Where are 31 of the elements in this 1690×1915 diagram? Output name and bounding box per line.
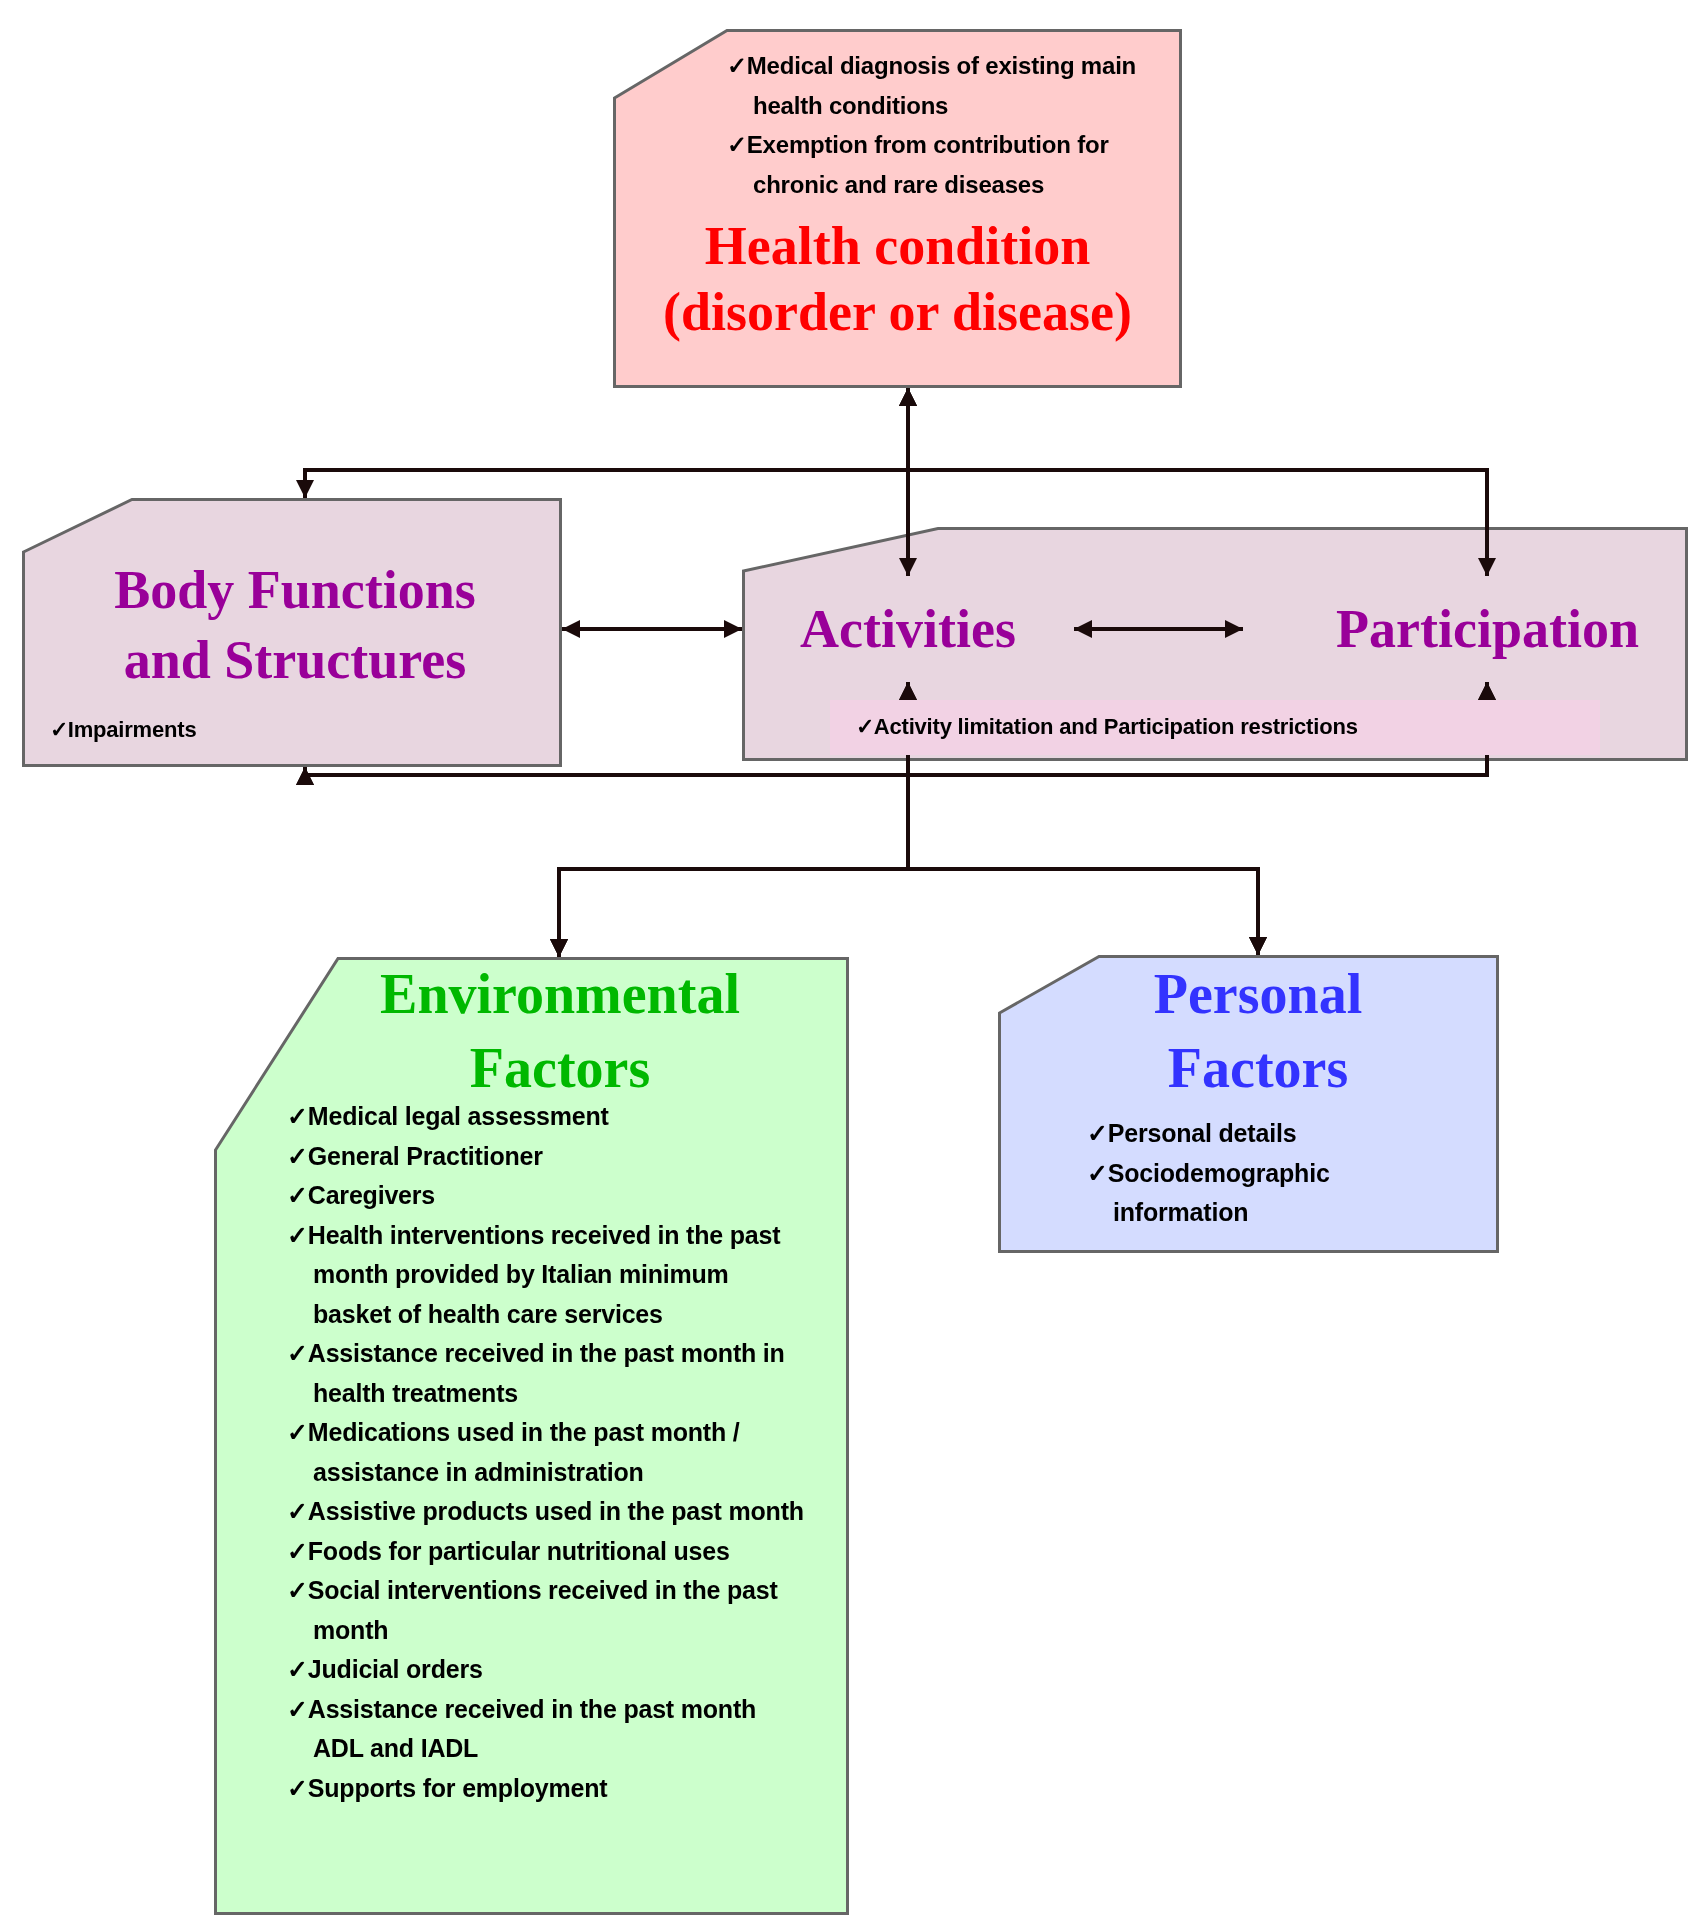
checklist-item: ✓General Practitioner xyxy=(287,1140,544,1172)
activities-participation-box xyxy=(742,527,1688,761)
checklist-item: ✓Medical legal assessment xyxy=(287,1101,610,1132)
heading: Environmental Factors xyxy=(379,962,741,1101)
heading: Participation xyxy=(1243,576,1688,682)
checklist-item: ✓Activity limitation and Participation restrictions xyxy=(830,700,1600,755)
checklist-item: ✓Assistive products used in the past month xyxy=(287,1496,805,1527)
checklist-item: ✓Caregivers xyxy=(287,1180,437,1211)
checklist-item: ✓Sociodemographic information xyxy=(1087,1157,1331,1228)
heading: Activities xyxy=(742,576,1074,682)
checklist-item: ✓Foods for particular nutritional uses xyxy=(287,1535,731,1567)
heading: Health condition (disorder or disease) xyxy=(662,215,1133,344)
arrow xyxy=(1074,620,1243,638)
heading: Body Functions and Structures xyxy=(113,559,477,692)
checklist-item: ✓Impairments xyxy=(50,716,198,744)
health-condition-box xyxy=(613,29,1182,388)
heading: Personal Factors xyxy=(1152,962,1364,1101)
arrow xyxy=(562,620,742,638)
checklist-item: ✓Assistance received in the past month in health treatments xyxy=(287,1338,786,1409)
checklist-item: ✓Personal details xyxy=(1087,1118,1298,1149)
checklist-item: ✓Health interventions received in the past month provided by Italian minimum basket of health care services xyxy=(287,1219,782,1330)
checklist-item: ✓Supports for employment xyxy=(287,1772,609,1804)
personal-factors-box xyxy=(998,955,1499,1253)
body-functions-box xyxy=(22,498,562,767)
checklist-item: ✓Exemption from contribution for chronic and rare diseases xyxy=(727,130,1110,200)
checklist-item: ✓Medical diagnosis of existing main health conditions xyxy=(727,51,1138,121)
checklist-item: ✓Judicial orders xyxy=(287,1654,484,1685)
checklist-item: ✓Assistance received in the past month ADL and IADL xyxy=(287,1693,758,1764)
checklist-item: ✓Medications used in the past month / assistance in administration xyxy=(287,1417,741,1488)
checklist-item: ✓Social interventions received in the past month xyxy=(287,1575,779,1646)
environmental-factors-box xyxy=(214,957,849,1915)
